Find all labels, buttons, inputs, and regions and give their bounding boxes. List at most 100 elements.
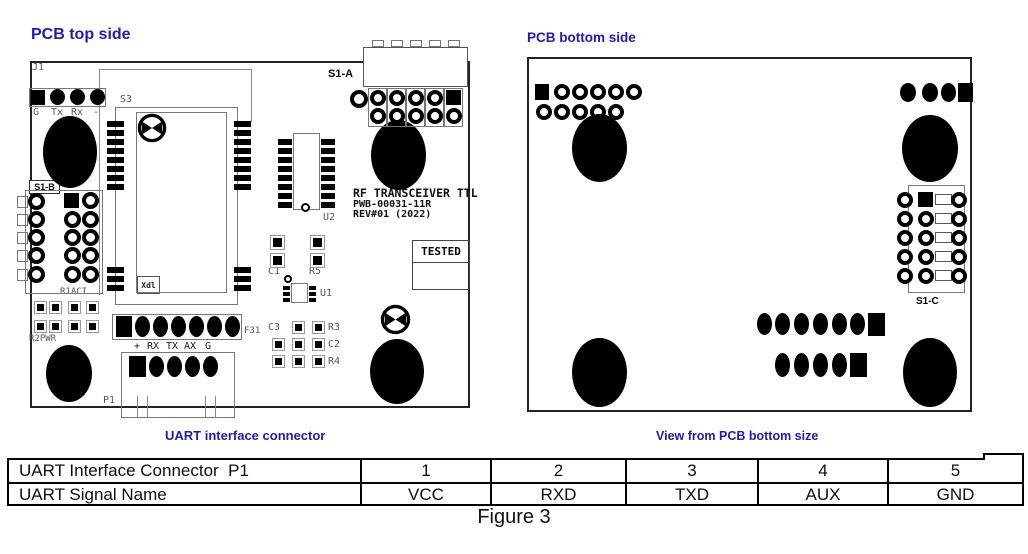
pad-square (918, 192, 933, 207)
smd-pad (310, 253, 325, 268)
pad-bar (234, 148, 251, 154)
j1-pin-tx: Tx (51, 107, 64, 118)
pad-bar (278, 166, 292, 172)
table-pin-number: 1 (421, 461, 431, 480)
pad-through-hole (64, 266, 81, 283)
smd-pad (68, 320, 81, 333)
pad-through-hole (897, 230, 913, 246)
ref-s1c: S1-C (916, 296, 939, 307)
silkscreen-box (410, 40, 422, 47)
ref-r2-pwr: R2PWR (29, 334, 57, 344)
caption-uart-connector: UART interface connector (165, 428, 326, 443)
pad-bar (283, 298, 290, 302)
pad-square (850, 353, 867, 377)
table-signal-name: TXD (675, 485, 709, 504)
pad-bar (321, 139, 335, 145)
pad-oval (850, 313, 865, 335)
pad-bar (234, 175, 251, 181)
pad-oval (922, 83, 938, 102)
table-border (7, 458, 9, 506)
smd-pad (312, 355, 325, 368)
table-border (490, 458, 492, 506)
pad-through-hole (951, 268, 967, 284)
pad-bar (278, 193, 292, 199)
pad-through-hole (389, 90, 405, 106)
pad-oval (70, 89, 85, 105)
silkscreen-box (115, 107, 238, 305)
pad-through-hole (82, 192, 99, 209)
pad-oval (135, 316, 150, 337)
xtal-mark: Xdl (141, 280, 156, 290)
pad-oval (900, 83, 916, 102)
pad-bar (107, 139, 124, 145)
table-border (7, 504, 1024, 506)
pad-through-hole (408, 108, 424, 124)
pad-through-hole (28, 247, 45, 264)
component-body (935, 232, 952, 243)
silkscreen-line (147, 396, 148, 418)
pad-through-hole (64, 229, 81, 246)
ref-u1: U1 (320, 288, 333, 299)
table-border (887, 458, 889, 506)
pad-bar (321, 184, 335, 190)
pad-oval (941, 83, 956, 102)
pad-through-hole (918, 230, 934, 246)
pad-bar (321, 175, 335, 181)
silkscreen-box (448, 40, 460, 47)
pad-bar (309, 298, 316, 302)
pad-through-hole (918, 268, 934, 284)
ref-c3: C3 (268, 322, 281, 333)
pad-through-hole (897, 192, 913, 208)
pad-through-hole (951, 192, 967, 208)
pad-oval (225, 316, 240, 337)
pad-square (116, 316, 132, 337)
pad-oval (832, 313, 847, 335)
tested-stamp-box: TESTED (412, 240, 470, 290)
pad-oval (203, 356, 218, 377)
pad-oval (572, 338, 627, 407)
pad-through-hole (590, 84, 606, 100)
ref-c2: C2 (328, 339, 341, 350)
pad-oval (903, 338, 957, 407)
pad-square (446, 90, 461, 105)
ref-p1: P1 (103, 395, 116, 406)
xtal-mark-frame: Xdl (137, 276, 160, 294)
silkscreen-line (99, 69, 100, 295)
table-pin-number: 4 (818, 461, 828, 480)
ref-s1b: S1-B (34, 182, 55, 192)
pad-bar (234, 130, 251, 136)
j1-pin-g: G (33, 107, 40, 118)
board-silkscreen-title: RF TRANSCEIVER TTL PWB-00031-11R REV#01 … (353, 187, 478, 220)
pad-oval (46, 345, 92, 402)
pad-bar (107, 166, 124, 172)
ref-f31: F31 (244, 326, 261, 336)
smd-pad (310, 235, 325, 250)
pad-through-hole (608, 104, 624, 120)
smd-pad (86, 320, 99, 333)
smd-pad (272, 338, 285, 351)
pad-bar (107, 157, 124, 163)
pad-bar (107, 121, 124, 127)
pad-through-hole (64, 211, 81, 228)
silkscreen-line (137, 396, 138, 418)
pad-bar (234, 285, 251, 291)
pad-through-hole (951, 249, 967, 265)
pad-oval (207, 316, 222, 337)
pad-bar (234, 184, 251, 190)
table-border (1022, 453, 1024, 506)
smd-pad (68, 301, 81, 314)
silkscreen-line1: RF TRANSCEIVER TTL (353, 186, 478, 200)
silkscreen-line2: PWB-00031-11R (353, 199, 432, 210)
pad-through-hole (897, 211, 913, 227)
pad-oval (902, 115, 958, 182)
ref-r1-aci: R1ACI (60, 287, 88, 297)
ref-s3: S3 (120, 94, 133, 105)
pad-bar (309, 292, 316, 296)
table-border (983, 453, 985, 460)
pad-bar (107, 276, 124, 282)
pad-bar (234, 267, 251, 273)
pad-through-hole (446, 108, 462, 124)
pad-square (868, 313, 885, 336)
table-border (7, 482, 1024, 484)
pad-oval (757, 313, 772, 335)
